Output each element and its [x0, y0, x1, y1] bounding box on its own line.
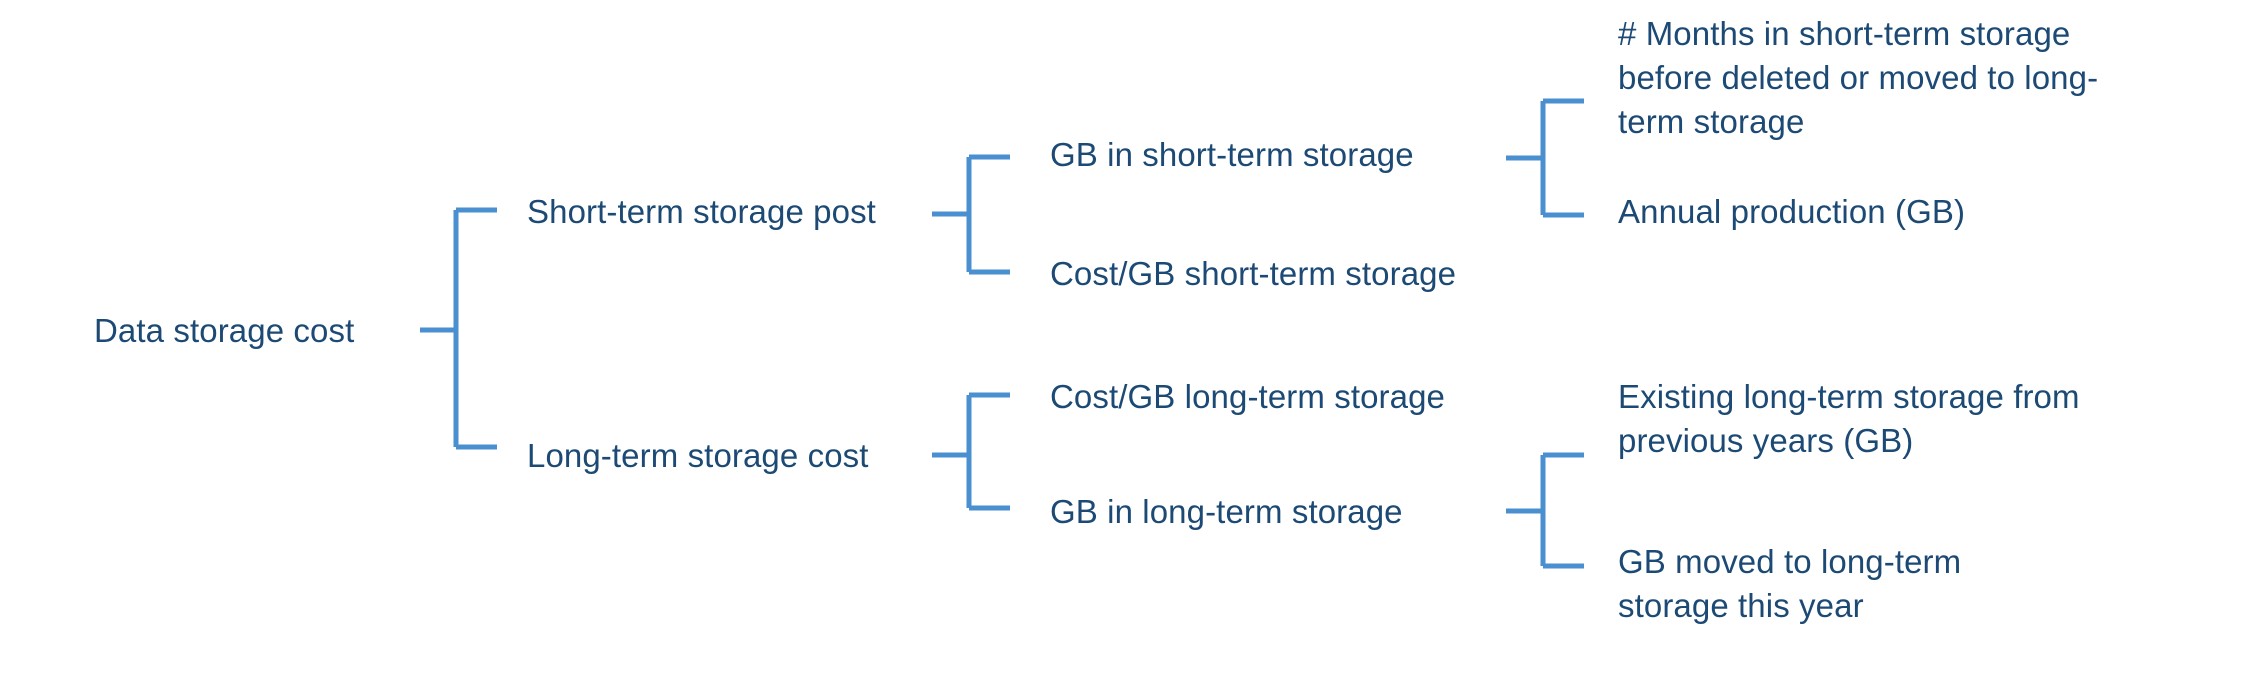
node-long-term-storage-cost: Long-term storage cost	[527, 437, 869, 474]
connector-short-term-branch	[932, 154, 1010, 275]
node-cost-per-gb-long-term-storage: Cost/GB long-term storage	[1050, 378, 1445, 415]
node-cost-per-gb-short-term-storage: Cost/GB short-term storage	[1050, 255, 1457, 292]
node-gb-moved-to-long-term-storage-this-year: GB moved to long-term storage this year	[1618, 543, 1962, 624]
node-annual-production-gb: Annual production (GB)	[1618, 193, 1966, 230]
node-gb-in-long-term-storage: GB in long-term storage	[1050, 493, 1403, 530]
node-existing-long-term-storage-previous-years: Existing long-term storage from previous…	[1618, 378, 2080, 459]
connector-long-term-branch	[932, 392, 1010, 511]
connector-gb-long-term-branch	[1506, 452, 1584, 569]
connector-root-branch	[420, 207, 497, 450]
node-gb-in-short-term-storage: GB in short-term storage	[1050, 136, 1414, 173]
node-data-storage-cost: Data storage cost	[94, 312, 355, 349]
node-months-in-short-term-storage: # Months in short-term storage before de…	[1618, 15, 2099, 140]
node-short-term-storage-post: Short-term storage post	[527, 193, 876, 230]
connector-gb-short-term-branch	[1506, 98, 1584, 218]
